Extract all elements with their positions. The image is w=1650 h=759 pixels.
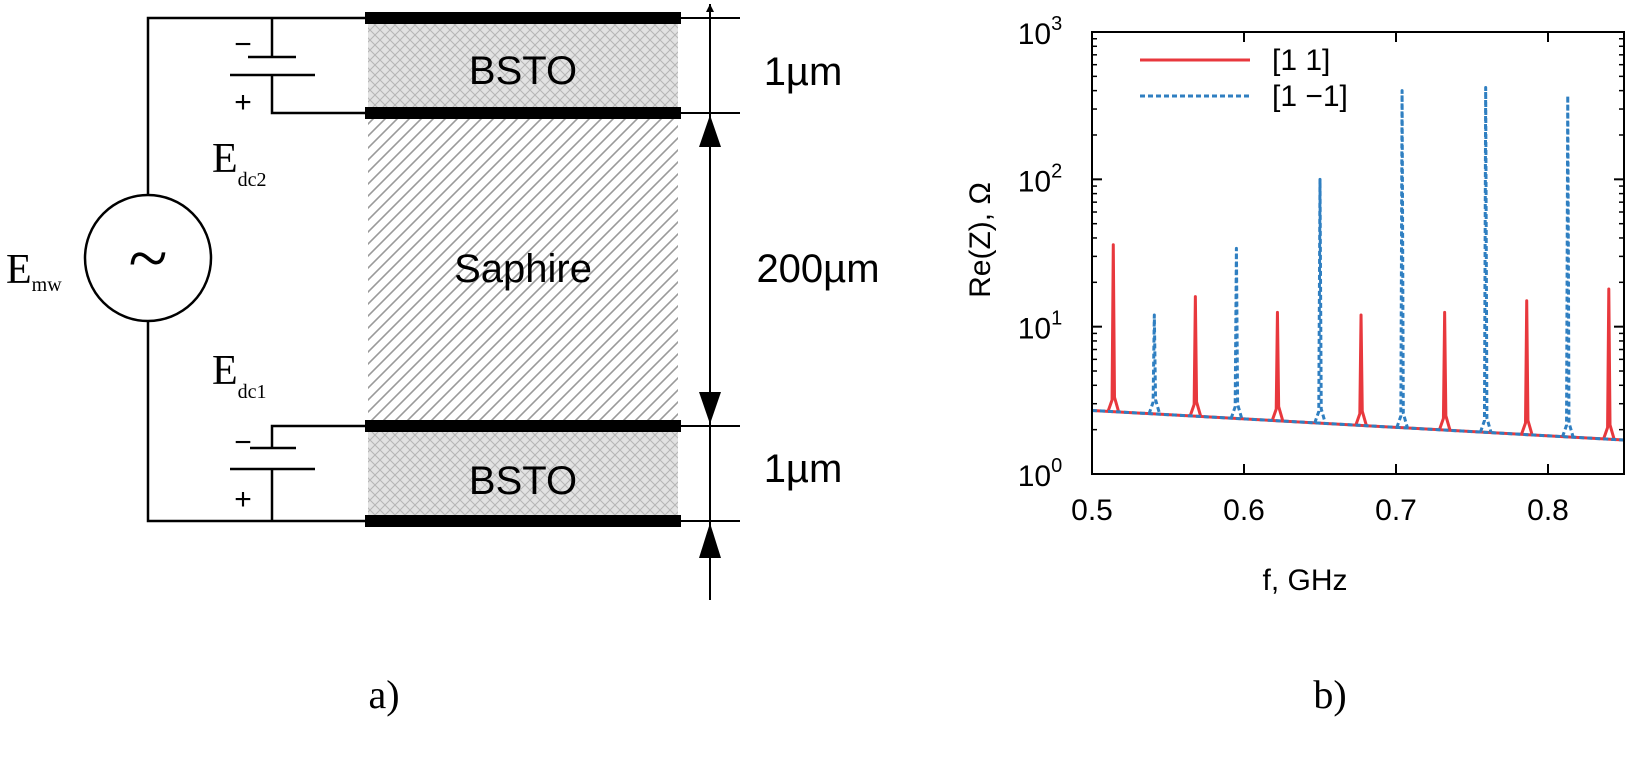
resonance-peak-7 bbox=[1602, 287, 1616, 440]
bottom-bsto-label: BSTO bbox=[469, 459, 577, 503]
resonance-peak-3 bbox=[1313, 177, 1327, 424]
x-tick-label: 0.8 bbox=[1527, 494, 1569, 527]
battery-dc2-minus: − bbox=[234, 28, 252, 61]
ac-source bbox=[83, 193, 213, 323]
edc1-label: Edc1 bbox=[212, 348, 267, 403]
series-one-minus-one bbox=[1092, 86, 1624, 442]
resonance-peak-6 bbox=[1519, 299, 1534, 436]
electrode-1 bbox=[365, 12, 681, 24]
electrode-3 bbox=[365, 420, 681, 432]
y-tick-label: 103 bbox=[1018, 13, 1063, 51]
resonance-peak-5 bbox=[1478, 86, 1493, 433]
circuit-wires bbox=[146, 16, 365, 523]
resonance-peak-2 bbox=[1229, 246, 1244, 419]
ac-symbol: ~ bbox=[129, 218, 168, 298]
resonance-peak-3 bbox=[1270, 310, 1285, 422]
edc2-label: Edc2 bbox=[212, 136, 267, 191]
battery-dc2-plus: + bbox=[234, 86, 252, 119]
resonance-peak-1 bbox=[1106, 243, 1121, 413]
battery-dc2 bbox=[230, 55, 315, 77]
resonance-peak-4 bbox=[1354, 313, 1368, 426]
emw-label: Emw bbox=[6, 247, 62, 296]
x-tick-label: 0.6 bbox=[1223, 494, 1265, 527]
top-bsto-layer bbox=[368, 18, 678, 113]
top-bsto-label: BSTO bbox=[469, 49, 577, 93]
legend-label: [1 −1] bbox=[1272, 80, 1348, 113]
electrode-2 bbox=[365, 107, 681, 119]
y-tick-label: 100 bbox=[1018, 455, 1063, 493]
series-baseline bbox=[1092, 408, 1624, 442]
bottom-thickness-label: 1µm bbox=[764, 447, 843, 491]
middle-thickness-label: 200µm bbox=[756, 247, 879, 291]
resonance-peak-4 bbox=[1395, 89, 1409, 429]
series-one-one bbox=[1092, 243, 1624, 442]
impedance-chart: 0.5 0.6 0.7 0.8 100 101 102 103 [1 1][1 −1] f, … bbox=[964, 13, 1625, 597]
resonance-peak-5 bbox=[1437, 310, 1452, 431]
x-axis-label: f, GHz bbox=[1262, 564, 1347, 597]
sapphire-layer bbox=[368, 113, 678, 426]
dimension-lines bbox=[681, 4, 740, 600]
dimension-arrows bbox=[699, 4, 721, 558]
battery-dc1-plus: + bbox=[234, 483, 252, 516]
y-axis-label: Re(Z), Ω bbox=[964, 182, 997, 298]
sapphire-label: Saphire bbox=[454, 247, 592, 291]
battery-dc1 bbox=[230, 446, 315, 471]
resonance-peak-2 bbox=[1188, 295, 1203, 417]
top-thickness-label: 1µm bbox=[764, 50, 843, 94]
caption-a: a) bbox=[368, 672, 399, 717]
plot-area bbox=[1092, 86, 1624, 442]
y-tick-label: 102 bbox=[1018, 160, 1063, 198]
caption-b: b) bbox=[1313, 672, 1346, 717]
plot-frame bbox=[1091, 31, 1625, 475]
y-tick-label: 101 bbox=[1018, 308, 1063, 346]
legend-label: [1 1] bbox=[1272, 44, 1330, 77]
electrode-4 bbox=[365, 515, 681, 527]
x-tick-label: 0.5 bbox=[1071, 494, 1113, 527]
legend: [1 1][1 −1] bbox=[1140, 44, 1348, 113]
bottom-bsto-layer bbox=[368, 426, 678, 521]
battery-dc1-minus: − bbox=[234, 426, 252, 459]
resonance-peak-1 bbox=[1147, 313, 1162, 415]
circuit-diagram: BSTO Saphire BSTO − + − + ~ Emw bbox=[6, 4, 880, 600]
resonance-peak-6 bbox=[1561, 94, 1575, 438]
x-tick-label: 0.7 bbox=[1375, 494, 1417, 527]
